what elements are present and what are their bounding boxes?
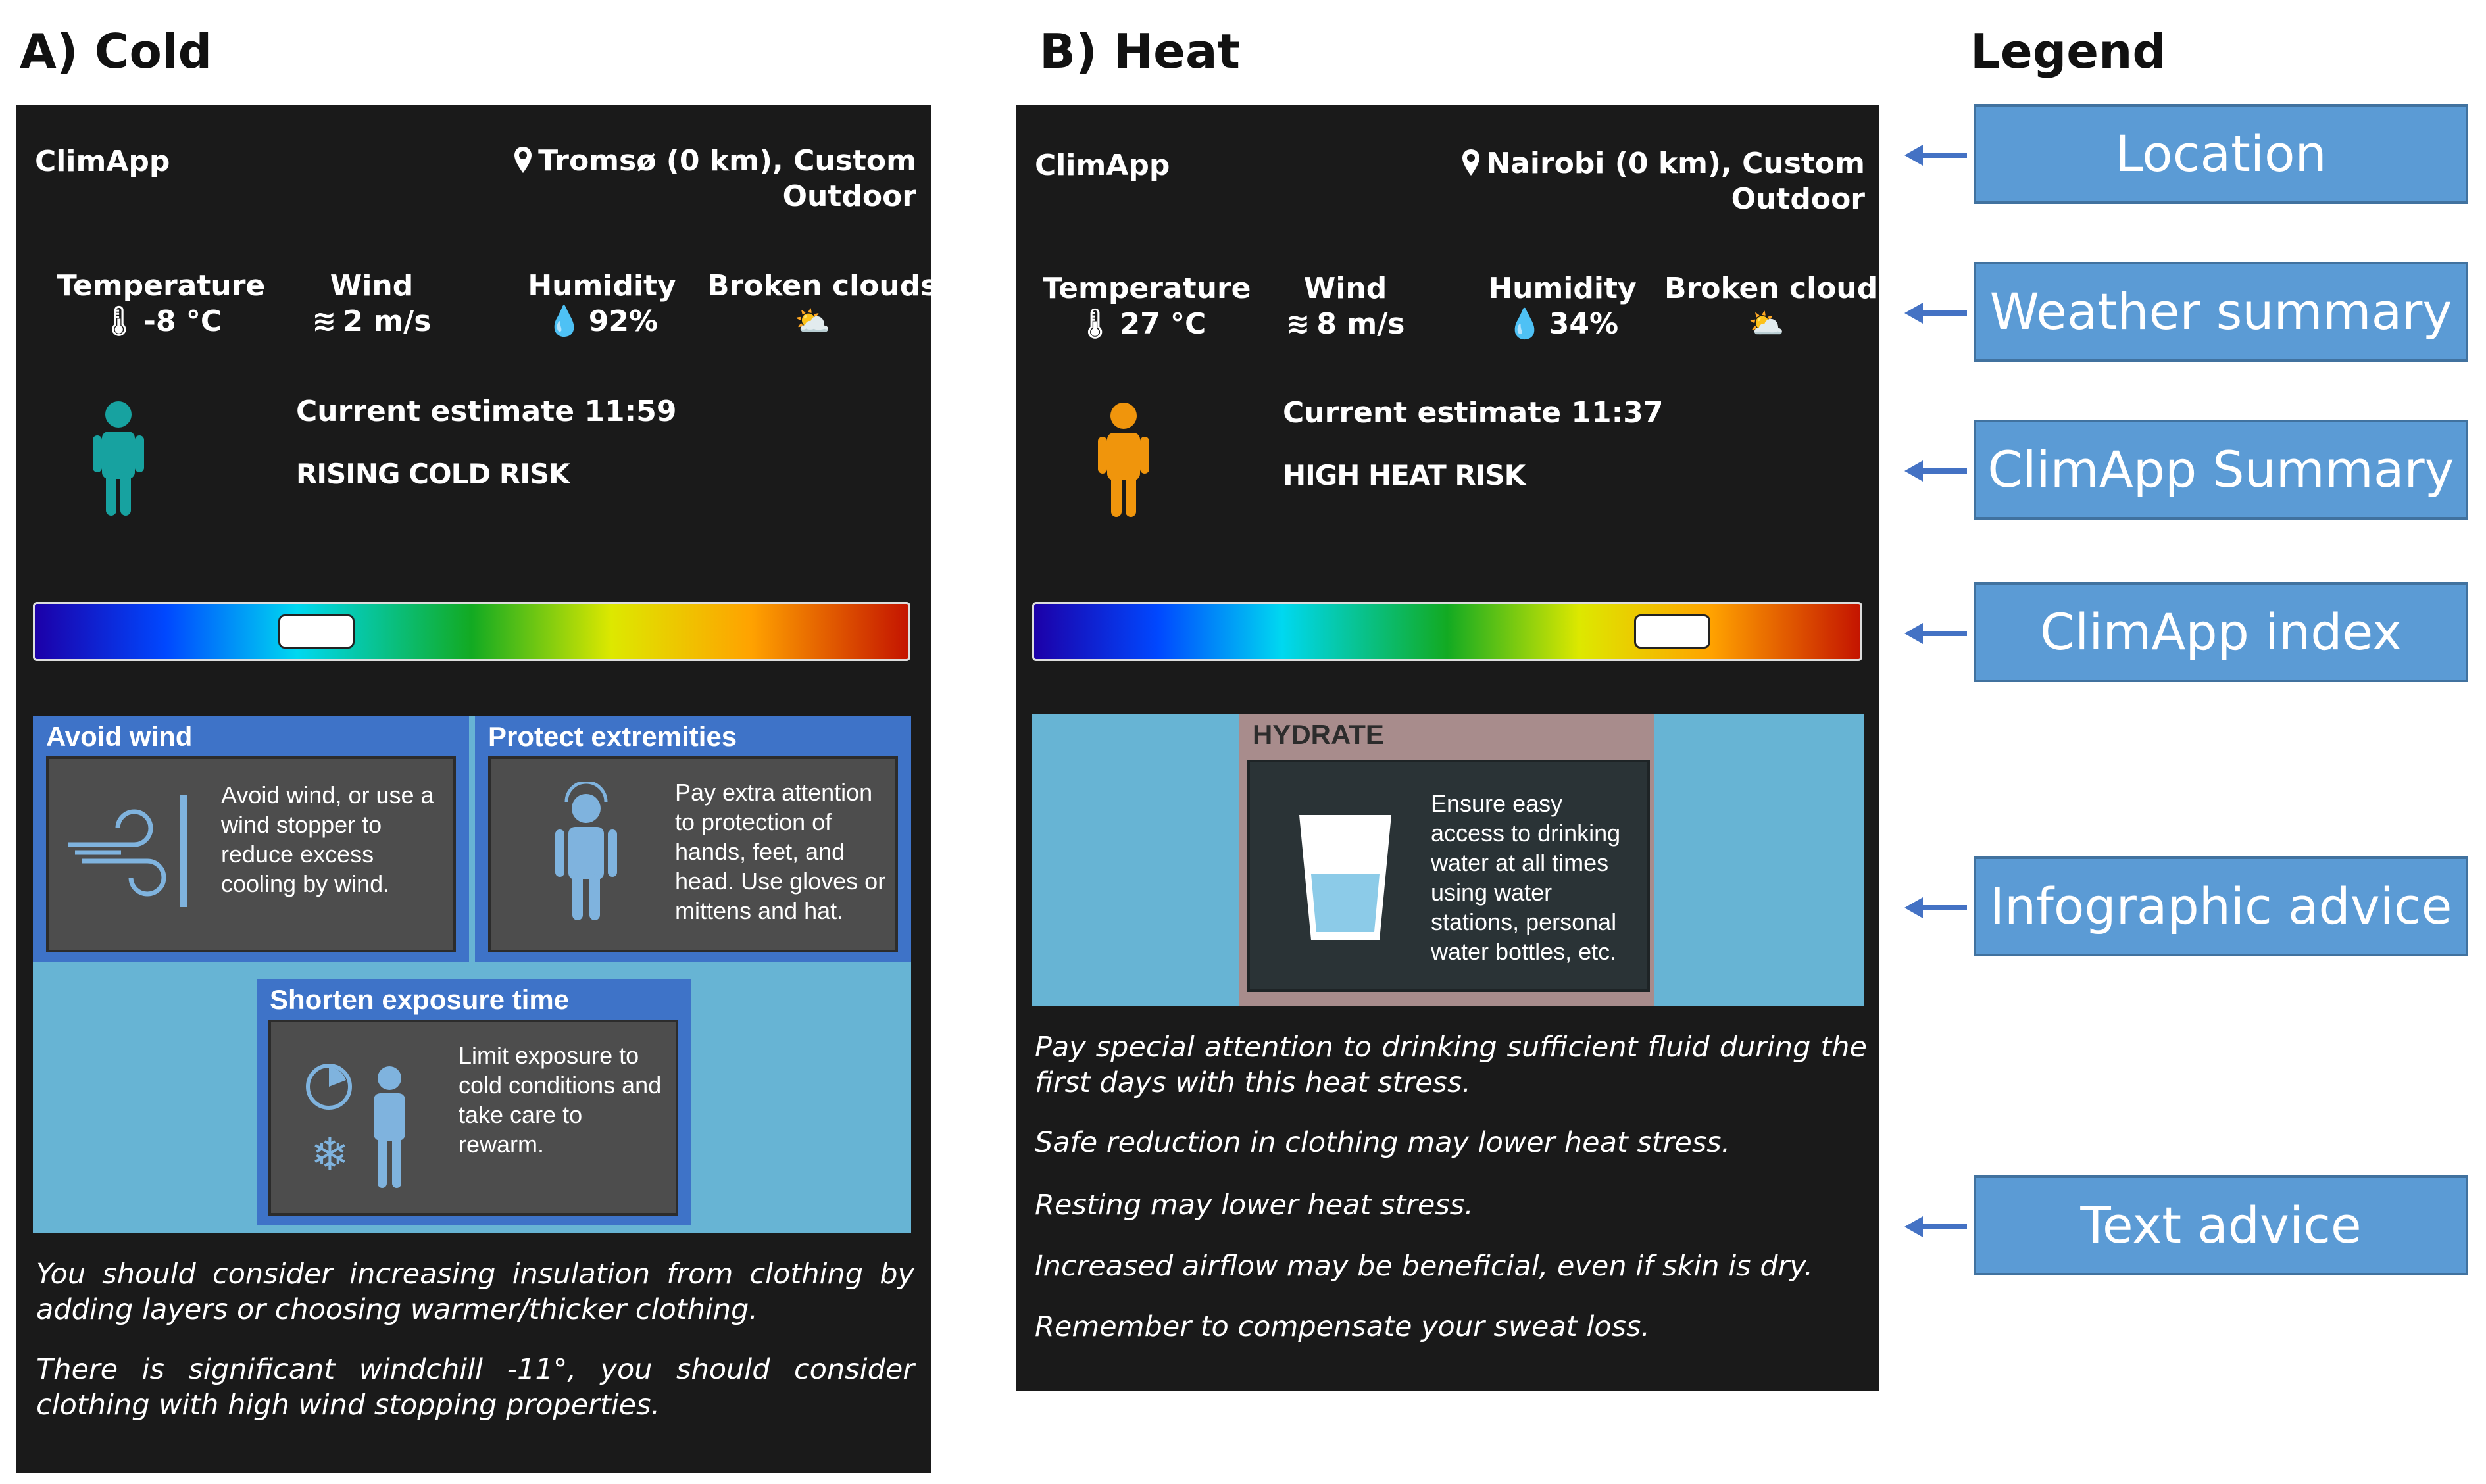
card-title: Shorten exposure time — [270, 984, 570, 1015]
climapp-index-marker — [1634, 614, 1710, 649]
weather-temperature: Temperature 🌡-8 °C — [56, 268, 266, 339]
text-advice-2: Safe reduction in clothing may lower hea… — [1035, 1126, 1731, 1159]
wind-label: Wind — [1303, 272, 1387, 305]
arrow-left-icon — [1904, 145, 1967, 166]
arrow-left-icon — [1904, 303, 1967, 324]
weather-wind: Wind ≋8 m/s — [1266, 271, 1424, 342]
legend-location: Location — [1974, 104, 2468, 204]
legend-weather-summary: Weather summary — [1974, 262, 2468, 362]
droplet-icon: 💧 — [545, 305, 582, 338]
weather-clouds: Broken clouds ⛅ — [1664, 271, 1879, 342]
card-body: Avoid wind, or use a wind stopper to red… — [46, 756, 456, 952]
advice-card-hydrate: HYDRATE Ensure easy access to drinking w… — [1239, 714, 1654, 1006]
temperature-value: 27 °C — [1120, 307, 1206, 341]
location-line2: Outdoor — [1731, 182, 1865, 216]
humidity-label: Humidity — [1488, 272, 1637, 305]
card-body: Ensure easy access to drinking water at … — [1247, 760, 1650, 992]
legend-text-advice: Text advice — [1974, 1175, 2468, 1275]
wind-value: 2 m/s — [343, 305, 432, 338]
clock-snowflake-person-icon: ❄ — [306, 1064, 405, 1188]
climapp-index-bar — [33, 602, 910, 661]
temperature-label: Temperature — [1043, 272, 1251, 305]
location[interactable]: Tromsø (0 km), Custom Outdoor — [513, 143, 916, 214]
card-body: ❄ Limit exposure to cold conditions and … — [268, 1020, 678, 1216]
text-advice-1: Pay special attention to drinking suffic… — [1035, 1031, 1867, 1099]
text-advice-5: Remember to compensate your sweat loss. — [1035, 1310, 1651, 1343]
legend-infographic-advice: Infographic advice — [1974, 856, 2468, 956]
weather-humidity: Humidity 💧92% — [503, 268, 701, 339]
person-icon — [1098, 403, 1149, 517]
wind-label: Wind — [330, 269, 414, 303]
text-advice-1: You should consider increasing insulatio… — [36, 1258, 914, 1326]
infographic-advice: HYDRATE Ensure easy access to drinking w… — [1032, 714, 1864, 1006]
cold-app-screen: ClimApp Tromsø (0 km), Custom Outdoor Te… — [16, 105, 931, 1473]
arrow-left-icon — [1904, 897, 1967, 918]
weather-humidity: Humidity 💧34% — [1464, 271, 1661, 342]
humidity-value: 92% — [588, 305, 659, 338]
droplet-icon: 💧 — [1506, 307, 1543, 341]
app-name: ClimApp — [35, 145, 170, 178]
card-title: HYDRATE — [1253, 719, 1384, 750]
climapp-index-marker — [278, 614, 355, 649]
water-glass-icon — [1299, 815, 1391, 940]
clouds-label: Broken clouds — [1664, 272, 1879, 305]
legend-climapp-summary: ClimApp Summary — [1974, 420, 2468, 520]
legend-climapp-index: ClimApp index — [1974, 582, 2468, 682]
climapp-index-bar — [1032, 602, 1862, 661]
cloud-sun-icon: ⛅ — [794, 305, 831, 338]
weather-wind: Wind ≋2 m/s — [293, 268, 451, 339]
location-line2: Outdoor — [782, 180, 916, 213]
weather-clouds: Broken clouds ⛅ — [707, 268, 931, 339]
card-text: Avoid wind, or use a wind stopper to red… — [221, 781, 434, 897]
temperature-value: -8 °C — [143, 305, 222, 338]
person-extremities-icon — [555, 782, 617, 920]
weather-temperature: Temperature 🌡27 °C — [1043, 271, 1251, 342]
text-advice-4: Increased airflow may be beneficial, eve… — [1035, 1250, 1813, 1283]
text-advice-3: Resting may lower heat stress. — [1035, 1189, 1474, 1222]
advice-card-protect-extremities: Protect extremities Pay extra attention … — [475, 716, 911, 962]
advice-card-avoid-wind: Avoid wind Avoid wind, or use a wind sto… — [33, 716, 469, 962]
risk-level: RISING COLD RISK — [296, 458, 570, 490]
advice-card-shorten-exposure: Shorten exposure time ❄ Limit exposure t… — [257, 979, 691, 1225]
app-name: ClimApp — [1035, 149, 1170, 182]
card-title: Avoid wind — [46, 721, 193, 752]
wind-gust-icon — [68, 795, 187, 907]
location-line1: Tromsø (0 km), Custom — [538, 144, 916, 178]
infographic-advice: Avoid wind Avoid wind, or use a wind sto… — [33, 716, 911, 1233]
risk-level: HIGH HEAT RISK — [1283, 459, 1526, 491]
thermometer-icon: 🌡 — [1076, 307, 1114, 341]
card-title: Protect extremities — [488, 721, 737, 752]
location-line1: Nairobi (0 km), Custom — [1486, 147, 1865, 180]
heat-heading: B) Heat — [1039, 24, 1240, 79]
arrow-left-icon — [1904, 623, 1967, 644]
wind-icon: ≋ — [312, 305, 337, 338]
location-pin-icon — [1462, 149, 1480, 176]
location[interactable]: Nairobi (0 km), Custom Outdoor — [1461, 146, 1865, 217]
wind-icon: ≋ — [1285, 307, 1310, 341]
temperature-label: Temperature — [57, 269, 266, 303]
current-estimate: Current estimate 11:59 — [296, 395, 677, 428]
cold-heading: A) Cold — [20, 24, 212, 79]
arrow-left-icon — [1904, 1216, 1967, 1237]
legend-heading: Legend — [1970, 24, 2166, 79]
location-pin-icon — [514, 147, 532, 173]
text-advice-2: There is significant windchill -11°, you… — [36, 1353, 914, 1422]
arrow-left-icon — [1904, 460, 1967, 482]
card-text: Pay extra attention to protection of han… — [675, 779, 886, 924]
humidity-value: 34% — [1549, 307, 1619, 341]
svg-text:❄: ❄ — [311, 1127, 349, 1181]
thermometer-icon: 🌡 — [100, 305, 137, 338]
cloud-sun-icon: ⛅ — [1748, 307, 1785, 341]
humidity-label: Humidity — [528, 269, 676, 303]
card-text: Ensure easy access to drinking water at … — [1431, 790, 1621, 965]
clouds-label: Broken clouds — [707, 269, 931, 303]
wind-value: 8 m/s — [1316, 307, 1405, 341]
person-icon — [93, 401, 144, 516]
current-estimate: Current estimate 11:37 — [1283, 396, 1664, 430]
card-text: Limit exposure to cold conditions and ta… — [459, 1042, 662, 1158]
heat-app-screen: ClimApp Nairobi (0 km), Custom Outdoor T… — [1016, 105, 1879, 1391]
card-body: Pay extra attention to protection of han… — [488, 756, 898, 952]
